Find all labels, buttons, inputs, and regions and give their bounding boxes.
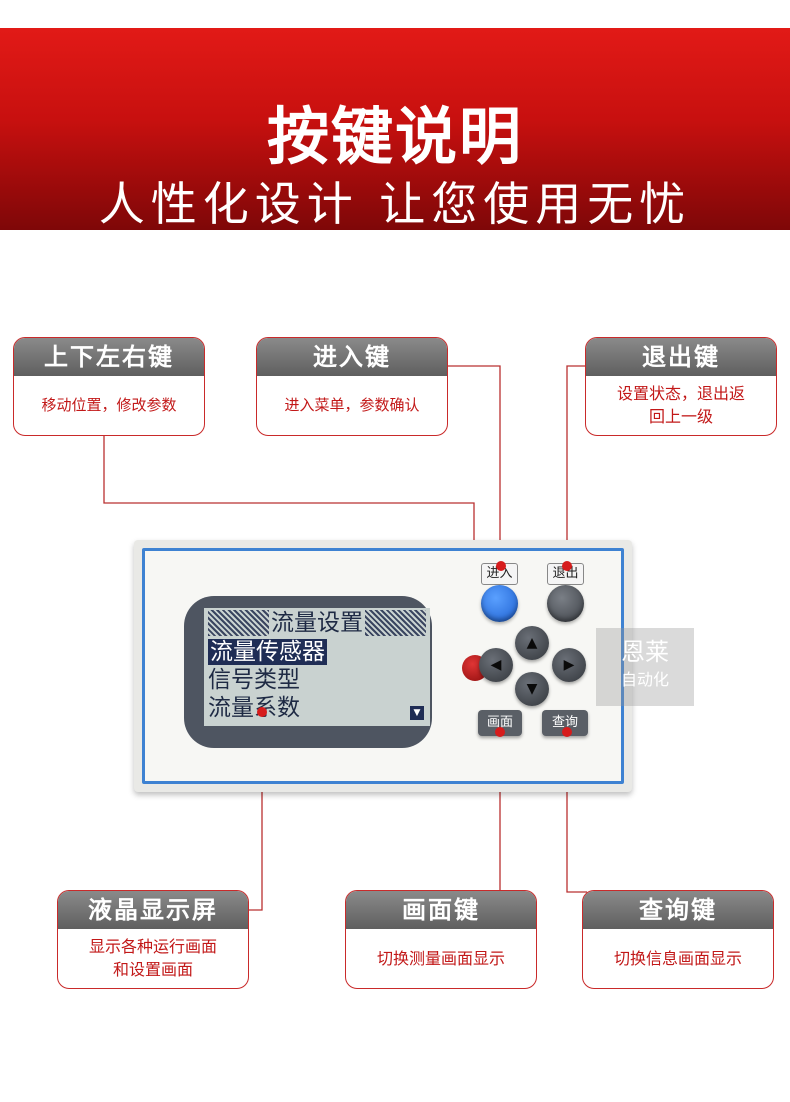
callout-title: 退出键 [586, 338, 776, 376]
callout-desc-line: 设置状态，退出返 [616, 384, 745, 403]
callout-title: 查询键 [583, 891, 773, 929]
lcd-title: 流量设置 [269, 610, 365, 636]
exit-button[interactable] [547, 585, 584, 622]
lcd-item: 流量系数 [208, 695, 300, 721]
callout-desc: 设置状态，退出返 回上一级 [586, 376, 776, 434]
callout-desc: 切换测量画面显示 [376, 948, 505, 968]
watermark-line: 自动化 [620, 670, 669, 689]
lcd-row-selected: 流量传感器 [208, 638, 327, 666]
callout-desc-line: 回上一级 [648, 407, 713, 426]
lcd-screen: 流量设置 流量传感器 信号类型 流量系数 ▼ [204, 608, 430, 726]
callout-desc-line: 和设置画面 [112, 960, 193, 979]
query-pointer-dot [562, 727, 572, 737]
lcd-item: 信号类型 [208, 667, 300, 693]
header-banner: 按键说明 人性化设计 让您使用无忧 [0, 28, 790, 231]
callout-exit-key: 退出键 设置状态，退出返 回上一级 [585, 337, 777, 436]
scroll-down-icon: ▼ [410, 706, 424, 720]
page-subtitle: 人性化设计 让您使用无忧 [98, 177, 692, 231]
query-button[interactable]: 查询 [542, 710, 588, 736]
arrow-down-icon: ▼ [526, 681, 538, 697]
callout-title: 液晶显示屏 [58, 891, 248, 929]
watermark-line: 恩莱 [621, 638, 669, 666]
screen-pointer-dot [495, 727, 505, 737]
lcd-row: 信号类型 [208, 666, 300, 694]
down-button[interactable]: ▼ [515, 672, 549, 706]
callout-desc-line: 显示各种运行画面 [88, 937, 217, 956]
lcd-pointer-dot [257, 707, 267, 717]
arrow-left-icon: ◀ [490, 657, 502, 673]
callout-desc: 显示各种运行画面 和设置画面 [58, 929, 248, 987]
page-title: 按键说明 [266, 100, 523, 173]
exit-pointer-dot [562, 561, 572, 571]
lcd-row: 流量系数 [208, 694, 300, 722]
callout-arrow-keys: 上下左右键 移动位置，修改参数 [13, 337, 205, 436]
callout-desc: 移动位置，修改参数 [41, 395, 177, 414]
enter-button[interactable] [481, 585, 518, 622]
callout-query-key: 查询键 切换信息画面显示 [582, 890, 774, 989]
lcd-title-row: 流量设置 [208, 610, 426, 636]
callout-title: 进入键 [257, 338, 447, 376]
arrow-up-icon: ▲ [526, 635, 538, 651]
enter-pointer-dot [496, 561, 506, 571]
callout-screen-key: 画面键 切换测量画面显示 [345, 890, 537, 989]
right-button[interactable]: ▶ [552, 648, 586, 682]
callout-title: 画面键 [346, 891, 536, 929]
callout-enter-key: 进入键 进入菜单，参数确认 [256, 337, 448, 436]
up-button[interactable]: ▲ [515, 626, 549, 660]
callout-desc: 切换信息画面显示 [613, 948, 742, 968]
lcd-item: 流量传感器 [208, 639, 327, 665]
left-button[interactable]: ◀ [479, 648, 513, 682]
arrow-right-icon: ▶ [563, 657, 575, 673]
brand-watermark: 恩莱 自动化 [596, 628, 694, 706]
callout-desc: 进入菜单，参数确认 [284, 395, 420, 414]
callout-lcd: 液晶显示屏 显示各种运行画面 和设置画面 [57, 890, 249, 989]
callout-title: 上下左右键 [14, 338, 204, 376]
